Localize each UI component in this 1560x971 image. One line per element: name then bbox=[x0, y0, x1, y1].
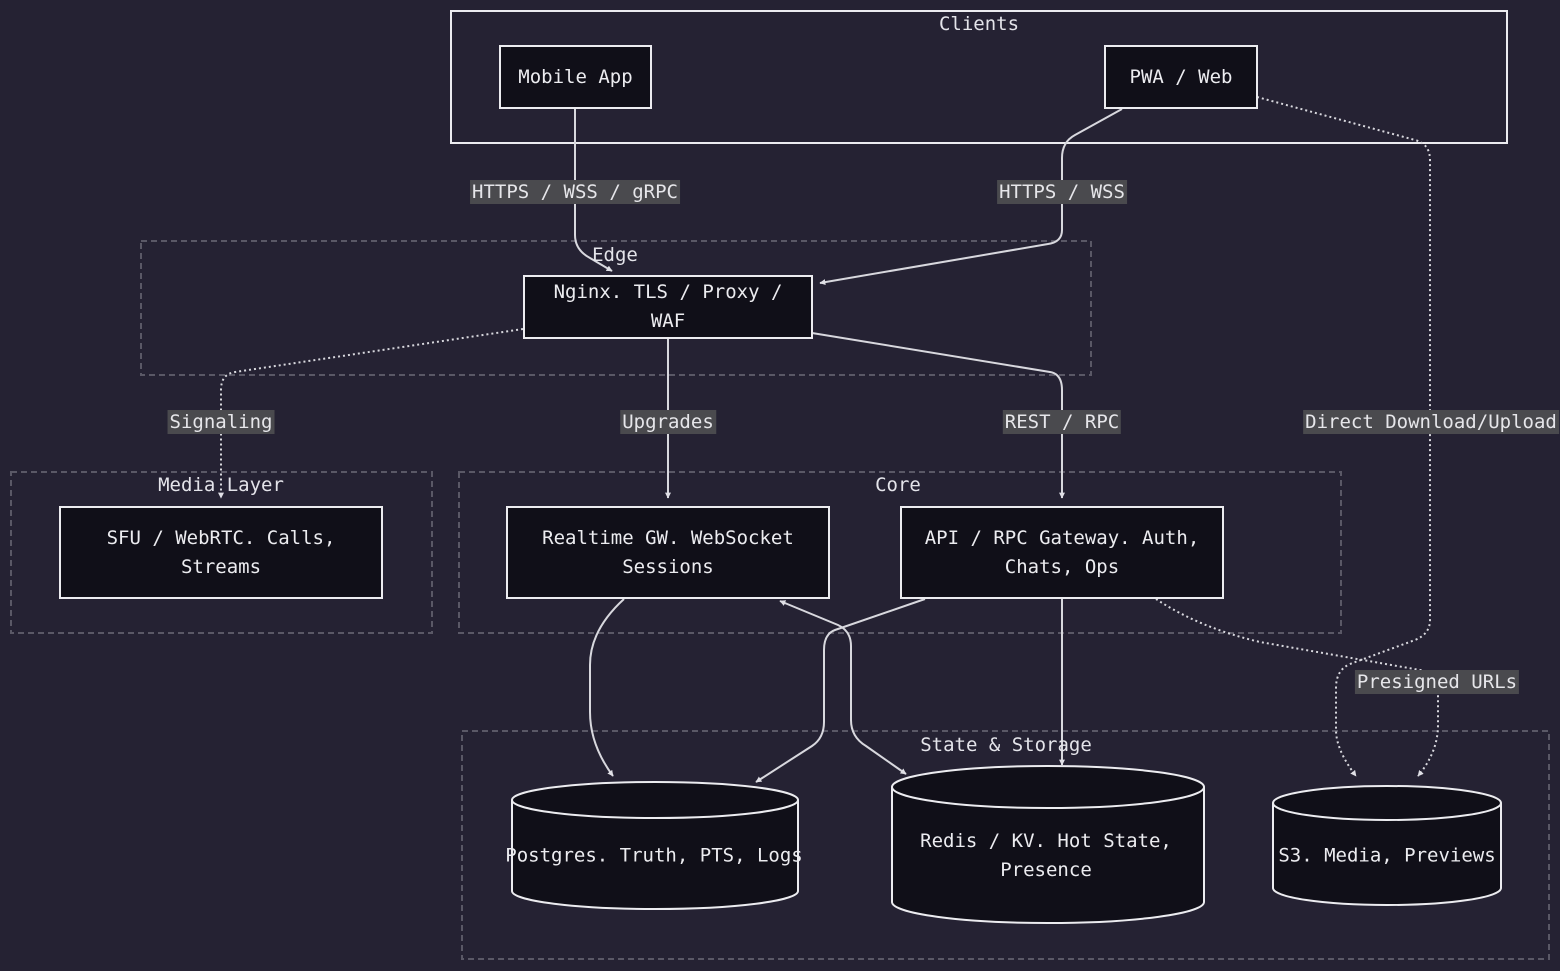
redis-db[interactable] bbox=[891, 765, 1205, 924]
api-rpc-gateway-node[interactable]: API / RPC Gateway. Auth, Chats, Ops bbox=[900, 506, 1224, 599]
pwa-web-node[interactable]: PWA / Web bbox=[1104, 45, 1258, 109]
realtime-label-line2: Sessions bbox=[622, 555, 714, 578]
sfu-label-line1: SFU / WebRTC. Calls, bbox=[106, 526, 336, 549]
media-layer-group bbox=[10, 471, 433, 634]
edge-label-upgrades: Upgrades bbox=[620, 410, 716, 434]
redis-label: Redis / KV. Hot State, Presence bbox=[920, 827, 1172, 885]
s3-label: S3. Media, Previews bbox=[1278, 844, 1496, 867]
s3-db[interactable] bbox=[1272, 785, 1502, 906]
mobile-app-label: Mobile App bbox=[518, 65, 633, 88]
realtime-label-line1: Realtime GW. WebSocket bbox=[542, 526, 794, 549]
state-storage-group bbox=[461, 730, 1550, 960]
edge-label-rest-rpc: REST / RPC bbox=[1002, 410, 1122, 434]
edge-rest-rpc bbox=[811, 332, 1065, 499]
edge-mobile-to-nginx bbox=[574, 109, 613, 272]
edge-signaling bbox=[218, 328, 524, 499]
edge-realtime-to-postgres bbox=[589, 598, 625, 777]
core-group-title: Core bbox=[875, 474, 921, 496]
edge-label-presigned: Presigned URLs bbox=[1354, 670, 1520, 694]
state-storage-group-title: State & Storage bbox=[920, 734, 1092, 756]
clients-group-title: Clients bbox=[938, 13, 1020, 35]
edge-label-direct: Direct Download/Upload bbox=[1303, 410, 1559, 434]
mobile-app-node[interactable]: Mobile App bbox=[499, 45, 652, 109]
clients-group bbox=[450, 10, 1508, 144]
nginx-label: Nginx. TLS / Proxy / WAF bbox=[553, 281, 783, 332]
edge-group-title: Edge bbox=[592, 244, 638, 266]
edge-direct-download-upload bbox=[1256, 96, 1431, 777]
edge-label-mobile: HTTPS / WSS / gRPC bbox=[470, 180, 680, 204]
edge-label-pwa: HTTPS / WSS bbox=[997, 180, 1127, 204]
edge-realtime-redis bbox=[779, 600, 907, 775]
api-label-line2: Chats, Ops bbox=[1004, 555, 1120, 578]
sfu-label-line2: Streams bbox=[180, 555, 262, 578]
edge-label-signaling: Signaling bbox=[167, 410, 275, 434]
edge-group bbox=[140, 240, 1092, 376]
pwa-web-label: PWA / Web bbox=[1129, 65, 1233, 88]
media-layer-group-title: Media Layer bbox=[158, 474, 284, 496]
postgres-db[interactable] bbox=[511, 781, 799, 910]
realtime-gw-node[interactable]: Realtime GW. WebSocket Sessions bbox=[506, 506, 830, 599]
api-label-line1: API / RPC Gateway. Auth, bbox=[924, 526, 1200, 549]
nginx-node[interactable]: Nginx. TLS / Proxy / WAF bbox=[523, 275, 813, 339]
redis-label-line1: Redis / KV. Hot State, bbox=[920, 830, 1172, 852]
sfu-webrtc-node[interactable]: SFU / WebRTC. Calls, Streams bbox=[59, 506, 383, 599]
postgres-label: Postgres. Truth, PTS, Logs bbox=[505, 844, 803, 867]
redis-label-line2: Presence bbox=[1000, 859, 1092, 881]
